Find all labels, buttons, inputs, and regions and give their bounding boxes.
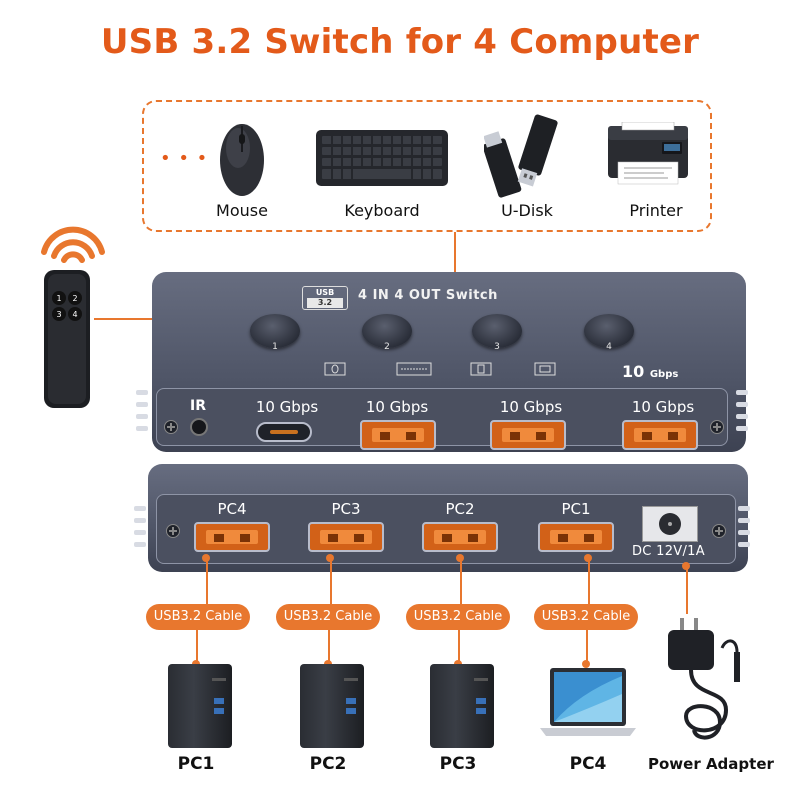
computer-label: PC1 (177, 754, 215, 774)
peripherals-box (142, 100, 712, 232)
connector-line (586, 630, 588, 664)
wireless-signal-icon (41, 226, 105, 263)
vent (134, 506, 146, 547)
cable-badge: USB3.2 Cable (146, 604, 250, 630)
connector-line (458, 630, 460, 664)
screw (166, 524, 180, 538)
mouse-mark-icon (324, 362, 346, 376)
mouse-icon (220, 124, 264, 196)
connector-line (686, 566, 688, 614)
peripheral-label-mouse: Mouse (216, 201, 268, 220)
ir-receiver (190, 418, 208, 436)
connector-line (330, 558, 332, 606)
button-number: 2 (384, 342, 390, 352)
usb-a-port-peripheral[interactable] (360, 420, 436, 450)
computer-label: PC2 (309, 754, 347, 774)
svg-text:4: 4 (72, 310, 77, 319)
vent (136, 390, 148, 431)
connector-dot (682, 562, 690, 570)
usb-a-port-pc4[interactable] (194, 522, 270, 552)
port-speed-label: 10 Gbps (499, 398, 563, 416)
computer-label: PC3 (439, 754, 477, 774)
port-speed-label: 10 Gbps (631, 398, 695, 416)
cable-badge: USB3.2 Cable (534, 604, 638, 630)
usb-a-port-pc1[interactable] (538, 522, 614, 552)
pc-tower-icon (300, 664, 364, 748)
vent (738, 506, 750, 547)
switch-button-2[interactable] (362, 314, 412, 348)
dc-label: DC 12V/1A (632, 544, 705, 559)
usb-c-port[interactable] (256, 422, 312, 442)
switch-button-4[interactable] (584, 314, 634, 348)
model-label: 4 IN 4 OUT Switch (358, 288, 498, 303)
connector-dot (326, 554, 334, 562)
computer-label: PC4 (569, 754, 607, 774)
connector-line (94, 318, 200, 320)
power-adapter-label: Power Adapter (648, 755, 774, 773)
printer-mark-icon (534, 362, 556, 376)
connector-dot (202, 554, 210, 562)
peripheral-label-udisk: U-Disk (501, 201, 553, 220)
connector-dot (582, 660, 590, 668)
usb-badge: USB 3.2 (302, 286, 348, 310)
printer-icon (608, 122, 688, 185)
usb-a-port-pc2[interactable] (422, 522, 498, 552)
switch-button-1[interactable] (250, 314, 300, 348)
screw (710, 420, 724, 434)
peripheral-label-keyboard: Keyboard (344, 201, 420, 220)
screw (164, 420, 178, 434)
svg-text:1: 1 (56, 294, 61, 303)
pc-port-label: PC2 (445, 500, 475, 518)
ir-label: IR (190, 398, 206, 414)
udisk-mark-icon (470, 362, 492, 376)
connector-line (588, 558, 590, 606)
usb-a-port-pc3[interactable] (308, 522, 384, 552)
connector-line (328, 630, 330, 664)
cable-badge: USB3.2 Cable (406, 604, 510, 630)
connector-dot (456, 554, 464, 562)
pc-tower-icon (430, 664, 494, 748)
more-devices-ellipsis: • • • (160, 148, 209, 169)
pc-port-label: PC1 (561, 500, 591, 518)
pc-port-label: PC4 (217, 500, 247, 518)
keyboard-icon (316, 130, 448, 186)
power-adapter-icon (668, 618, 740, 740)
keyboard-mark-icon (396, 362, 432, 376)
switch-button-3[interactable] (472, 314, 522, 348)
vent (736, 390, 748, 431)
speed-mark: 10 Gbps (622, 362, 679, 381)
port-speed-label: 10 Gbps (255, 398, 319, 416)
cable-badge: USB3.2 Cable (276, 604, 380, 630)
button-number: 4 (606, 342, 612, 352)
usb-a-port-peripheral[interactable] (490, 420, 566, 450)
button-number: 3 (494, 342, 500, 352)
connector-dot (584, 554, 592, 562)
pc-tower-icon (168, 664, 232, 748)
port-speed-label: 10 Gbps (365, 398, 429, 416)
peripheral-label-printer: Printer (629, 201, 683, 220)
usb-drive-icon (484, 114, 558, 198)
ir-remote-icon[interactable]: 1 2 3 4 (42, 268, 94, 412)
usb-a-port-peripheral[interactable] (622, 420, 698, 450)
connector-line (206, 558, 208, 606)
svg-text:2: 2 (72, 294, 77, 303)
svg-text:3: 3 (56, 310, 61, 319)
connector-line (460, 558, 462, 606)
page-title: USB 3.2 Switch for 4 Computer (100, 22, 700, 62)
screw (712, 524, 726, 538)
button-number: 1 (272, 342, 278, 352)
pc-port-label: PC3 (331, 500, 361, 518)
dc-power-jack[interactable] (642, 506, 698, 542)
laptop-icon (540, 668, 636, 736)
connector-line (196, 630, 198, 664)
